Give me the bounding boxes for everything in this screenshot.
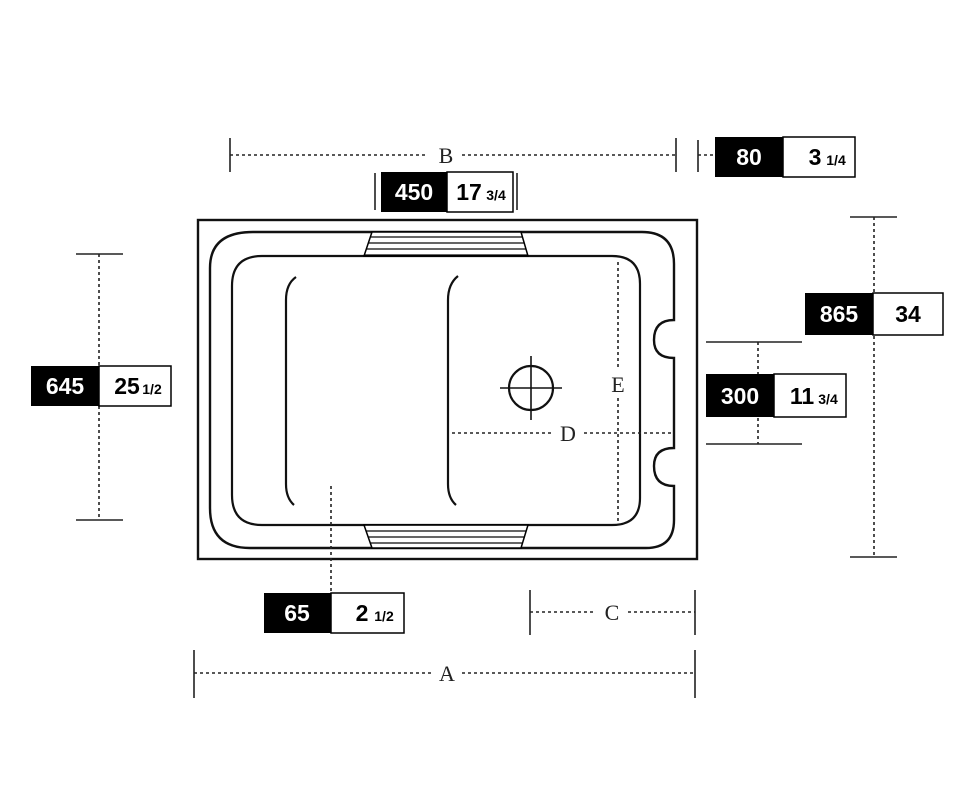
dim-300-in: 11 (790, 383, 815, 409)
dim-box-450: 450 17 3/4 (381, 171, 514, 213)
dim-450-frac: 3/4 (486, 187, 506, 203)
dim-65-frac: 1/2 (374, 608, 394, 624)
dim-300-mm: 300 (721, 383, 759, 409)
dim-80-frac: 1/4 (826, 152, 846, 168)
dim-865-in: 34 (895, 301, 921, 327)
dim-80-in: 3 (809, 144, 822, 170)
dim-645-in: 25 (114, 373, 140, 399)
label-d: D (560, 421, 576, 446)
dim-box-65: 65 2 1/2 (264, 592, 405, 634)
dim-645-frac: 1/2 (142, 381, 162, 397)
bath-basin (230, 254, 642, 527)
bath-outline (196, 218, 699, 561)
dimension-lines (76, 138, 897, 698)
dim-645-mm: 645 (46, 373, 85, 399)
dim-865-mm: 865 (820, 301, 859, 327)
dim-box-300: 300 11 3/4 (706, 373, 847, 418)
label-c: C (605, 600, 620, 625)
bottom-grip-panel (362, 524, 530, 549)
seat-edge (446, 275, 459, 506)
dim-box-865: 865 34 (805, 292, 944, 336)
bath-outer-frame (196, 218, 699, 561)
label-e: E (611, 372, 624, 397)
dim-box-645: 645 25 1/2 (31, 365, 172, 407)
dim-65-mm: 65 (284, 600, 310, 626)
drain-crosshair-icon (500, 356, 562, 420)
bath-rim (208, 230, 676, 550)
armrest-left (284, 276, 297, 506)
dim-300-frac: 3/4 (818, 391, 838, 407)
dim-450-in: 17 (456, 179, 482, 205)
label-b: B (439, 143, 454, 168)
dim-450-mm: 450 (395, 179, 433, 205)
dim-box-80: 80 3 1/4 (715, 136, 856, 178)
label-a: A (439, 661, 455, 686)
dim-65-in: 2 (356, 600, 369, 626)
dim-80-mm: 80 (736, 144, 762, 170)
top-grip-panel (362, 231, 529, 257)
